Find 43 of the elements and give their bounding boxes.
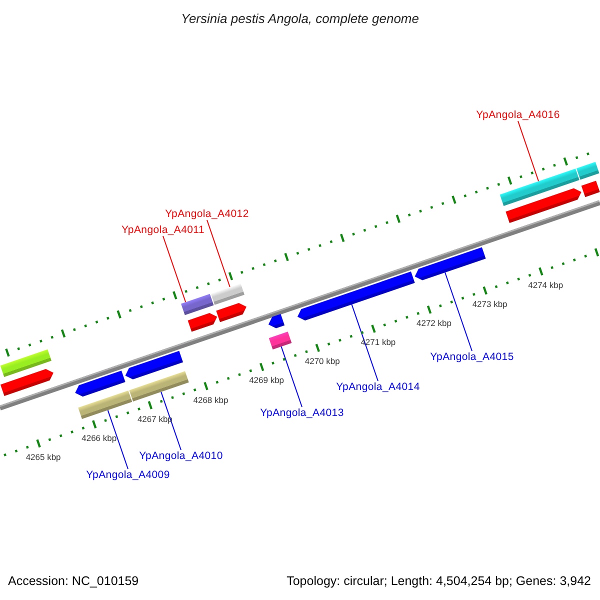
gene-bar — [500, 168, 580, 206]
gene-bar — [75, 370, 126, 397]
gene-label: YpAngola_A4014 — [336, 381, 420, 393]
gene-bar — [414, 247, 486, 280]
gene-bar — [210, 283, 244, 305]
leader-line — [162, 236, 186, 303]
gene-bar — [506, 188, 582, 223]
scale-label: 4270 kbp — [304, 355, 340, 368]
gene-bar — [268, 332, 292, 350]
gene-bar — [125, 350, 184, 380]
leader-line — [351, 304, 378, 382]
scale-label: 4265 kbp — [26, 450, 61, 463]
gene-bar — [0, 369, 54, 396]
gene-label: YpAngola_A4009 — [86, 469, 170, 481]
genome-info-text: Topology: circular; Length: 4,504,254 bp; Genes: 3,942 — [286, 574, 591, 588]
gene-label: YpAngola_A4016 — [476, 109, 560, 121]
gene-label: YpAngola_A4015 — [430, 351, 514, 363]
leader-line — [107, 410, 128, 470]
gene-bar — [581, 180, 600, 198]
scale-label: 4273 kbp — [472, 298, 508, 310]
accession-text: Accession: NC_010159 — [8, 574, 139, 588]
gene-bar — [78, 390, 132, 420]
gene-label: YpAngola_A4010 — [139, 450, 223, 462]
scale-label: 4272 kbp — [416, 317, 452, 330]
gene-bar — [297, 272, 415, 320]
scale-label: 4269 kbp — [249, 374, 284, 386]
gene-bar — [576, 162, 600, 180]
scale-label: 4274 kbp — [528, 278, 564, 291]
gene-bar — [188, 313, 218, 332]
gene-label: YpAngola_A4013 — [260, 407, 344, 419]
gene-label: YpAngola_A4012 — [165, 208, 249, 220]
gene-bar — [181, 294, 214, 316]
gene-bar — [216, 302, 246, 322]
scale-label: 4266 kbp — [82, 432, 117, 444]
gene-bar — [0, 349, 52, 377]
gene-bar — [268, 314, 285, 328]
leader-line — [444, 272, 472, 352]
title: Yersinia pestis Angola, complete genome — [181, 11, 419, 26]
leader-line — [518, 120, 540, 182]
leader-line — [280, 346, 302, 408]
scale-label: 4268 kbp — [193, 394, 228, 406]
gene-bar — [129, 371, 189, 402]
gene-label: YpAngola_A4011 — [122, 224, 204, 236]
